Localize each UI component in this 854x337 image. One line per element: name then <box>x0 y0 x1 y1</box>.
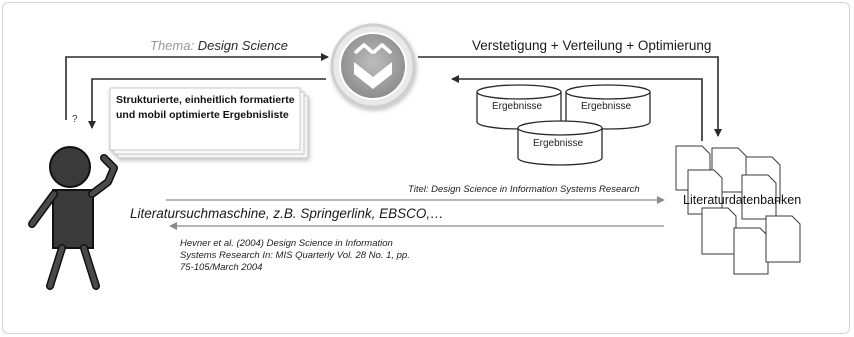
theme-topic: Design Science <box>197 38 289 53</box>
result-list-document <box>109 87 309 159</box>
design-science-logo-icon <box>330 23 416 109</box>
results-back-arrow <box>451 75 703 141</box>
search-title: Titel: Design Science in Information Sys… <box>408 184 640 195</box>
distribution-arrow <box>418 56 722 137</box>
result-list-line-2: und mobil optimierte Ergebnisliste <box>116 109 289 121</box>
citation-line-2: Systems Research In: MIS Quarterly Vol. … <box>180 250 410 261</box>
databases-documents-icon <box>675 145 801 275</box>
user-person-icon <box>28 146 118 290</box>
citation-text: Hevner et al. (2004) Design Science in I… <box>180 238 410 274</box>
query-arrow <box>65 53 329 120</box>
results-label-2: Ergebnisse <box>581 101 632 112</box>
theme-prefix: Thema: <box>150 38 195 53</box>
databases-label: Literaturdatenbanken <box>683 193 802 207</box>
results-cylinder-3 <box>517 120 603 166</box>
results-cylinder-1 <box>476 84 562 130</box>
diagram-frame <box>2 2 850 334</box>
citation-line-1: Hevner et al. (2004) Design Science in I… <box>180 238 393 249</box>
theme-label: Thema: Design Science <box>150 38 288 53</box>
results-label-3: Ergebnisse <box>533 138 584 149</box>
results-label-1: Ergebnisse <box>492 101 543 112</box>
citation-line-3: 75-105/March 2004 <box>180 262 263 273</box>
result-list-text: Strukturierte, einheitlich formatierte u… <box>116 93 295 123</box>
search-engine-label: Literatursuchmaschine, z.B. Springerlink… <box>130 206 444 221</box>
question-mark: ? <box>72 114 78 125</box>
result-return-arrow <box>88 78 326 129</box>
process-label: Verstetigung + Verteilung + Optimierung <box>472 38 712 53</box>
result-list-line-1: Strukturierte, einheitlich formatierte <box>116 94 295 106</box>
